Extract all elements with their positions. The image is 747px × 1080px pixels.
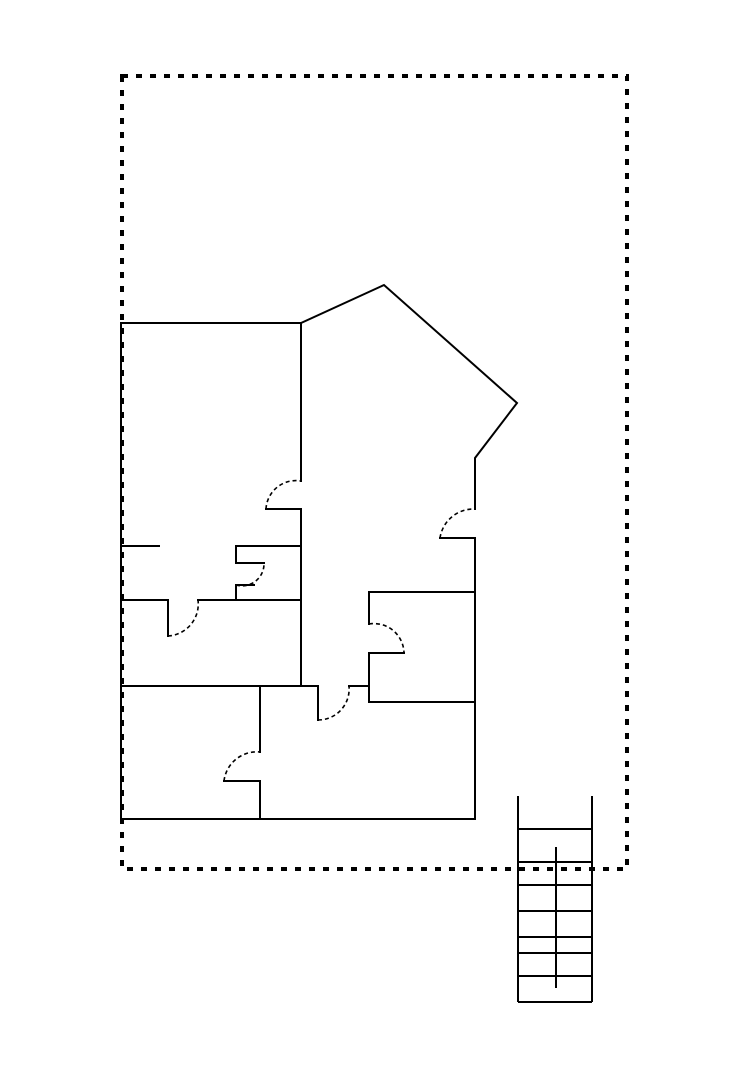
- exterior-wall-east-south-west: [120, 322, 476, 820]
- property-boundary: [120, 74, 629, 871]
- door-swing-upper-center: [265, 479, 302, 510]
- interior-walls: [120, 322, 476, 820]
- door-swing-lower-room: [223, 751, 261, 782]
- door-swings: [167, 479, 476, 782]
- door-swing-east-room: [368, 622, 405, 654]
- door-swing-closet: [235, 562, 265, 587]
- door-swing-east-entry: [439, 508, 476, 539]
- exterior-stairs: [517, 796, 593, 1003]
- door-swing-west-room: [167, 599, 200, 637]
- door-swing-center-south: [317, 685, 350, 721]
- exterior-walls: [120, 283, 519, 820]
- exterior-wall-outline: [120, 283, 519, 510]
